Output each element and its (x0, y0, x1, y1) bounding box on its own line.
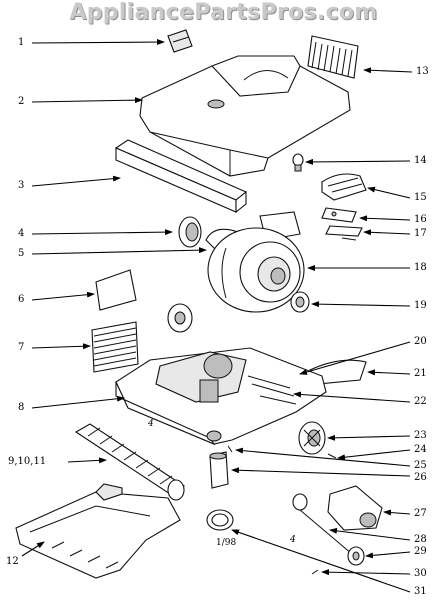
callout-24: 24 (414, 444, 427, 455)
callout-27: 27 (414, 508, 427, 519)
callout-1: 1 (18, 37, 25, 48)
part-19-pulley (290, 291, 310, 313)
callout-23: 23 (414, 430, 427, 441)
part-14-light-bulb (292, 153, 304, 172)
callout-22: 22 (414, 396, 427, 407)
part-8-base (115, 347, 327, 446)
callout-8: 8 (18, 402, 25, 413)
callout-30: 30 (414, 568, 427, 579)
part-2-hood (139, 55, 351, 177)
part-3-bumper (114, 139, 248, 214)
leader-lines (21, 39, 413, 593)
callout-7: 7 (18, 342, 25, 353)
part-27-carriage (292, 485, 383, 575)
callout-2: 2 (18, 96, 25, 107)
date-code: 1/98 (216, 538, 237, 548)
callout-28: 28 (414, 534, 427, 545)
svg-text:4: 4 (147, 419, 154, 429)
svg-text:4: 4 (289, 535, 296, 545)
callout-29: 29 (414, 546, 427, 557)
callout-19: 19 (414, 300, 427, 311)
callout-15: 15 (414, 192, 427, 203)
part-13-grill (307, 35, 359, 79)
callout-4: 4 (18, 228, 25, 239)
callout-3: 3 (18, 180, 25, 191)
part-6-filter-cover (95, 269, 193, 333)
part-26-hose-cuff (209, 445, 233, 489)
callout-21: 21 (414, 368, 427, 379)
part-7-exhaust-filter (91, 321, 139, 373)
callout-6: 6 (18, 294, 25, 305)
callout-25: 25 (414, 460, 427, 471)
callout-12: 12 (6, 556, 19, 567)
callout-9-10-11: 9,10,11 (8, 456, 47, 467)
part-9-10-11-brushroll (74, 423, 186, 501)
part-31-belt (206, 509, 234, 531)
part-12-bottom-plate (15, 483, 181, 579)
callout-17: 17 (414, 228, 427, 239)
part-16-17-switch (321, 207, 363, 241)
part-18-motor (205, 211, 305, 313)
callout-14: 14 (414, 155, 427, 166)
part-23-rear-wheel (298, 421, 337, 459)
watermark: AppliancePartsPros.com (69, 0, 378, 25)
callout-16: 16 (414, 214, 427, 225)
callout-31: 31 (414, 586, 427, 597)
callout-26: 26 (414, 472, 427, 483)
part-4-ring (178, 216, 202, 248)
part-1-front-strip (167, 29, 193, 53)
part-15-light-lens (321, 173, 367, 201)
callout-5: 5 (18, 248, 25, 259)
callout-13: 13 (416, 66, 429, 77)
callout-18: 18 (414, 262, 427, 273)
callout-20: 20 (414, 336, 427, 347)
